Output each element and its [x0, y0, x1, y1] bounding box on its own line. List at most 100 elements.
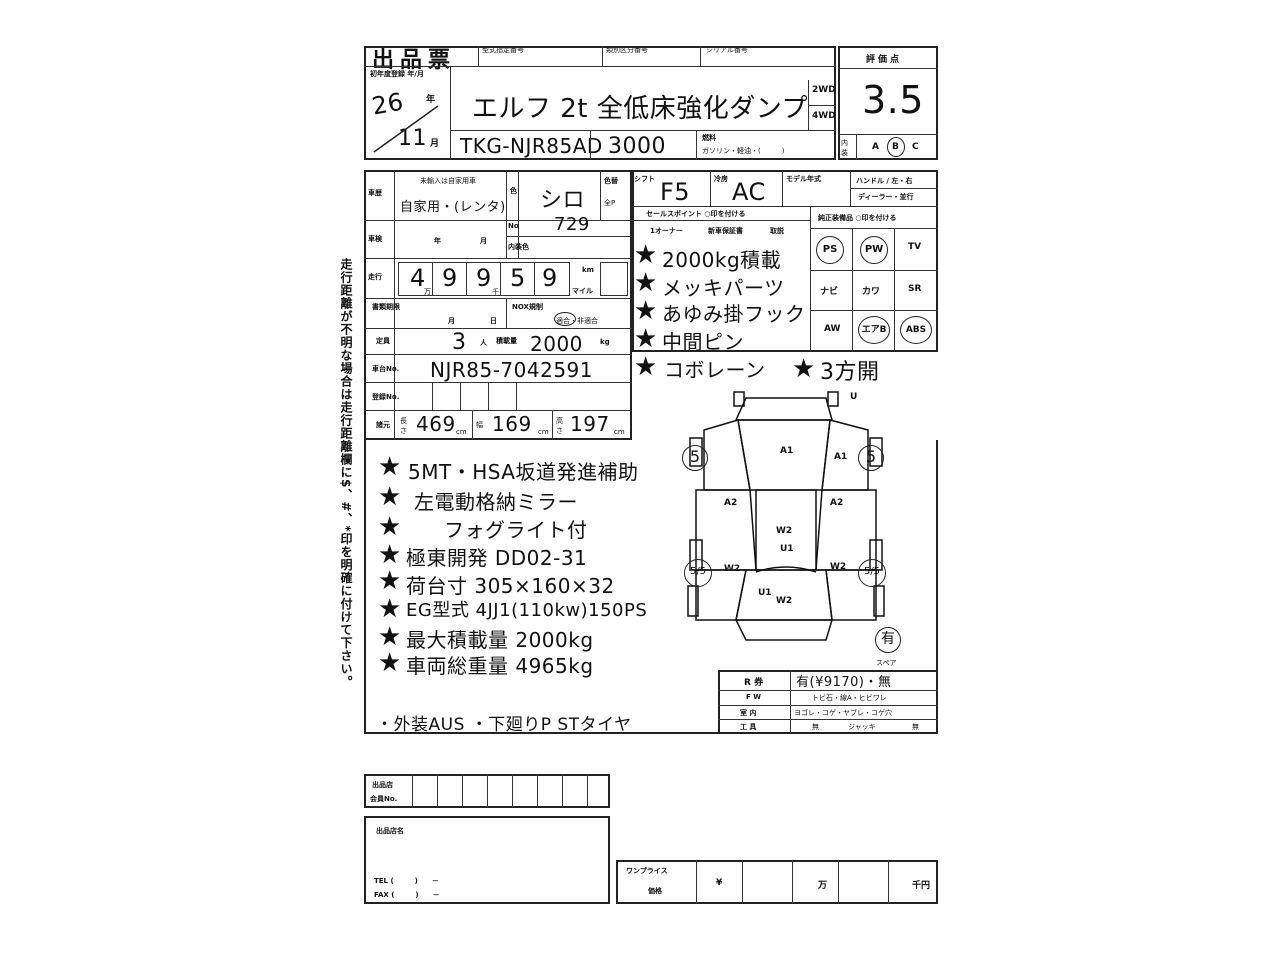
star-icon: ★ [634, 352, 658, 382]
color-change-label: 色替 [604, 177, 618, 185]
note-2: 左電動格納ミラー [414, 490, 578, 514]
month-unit: 月 [430, 139, 440, 149]
capacity-label: 定員 [376, 337, 390, 345]
tel-line: TEL ( ) － [374, 877, 439, 885]
equip-abs: ABS [900, 316, 932, 344]
hgt-value: 197 [570, 412, 610, 436]
first-reg-label: 初年度登録 年/月 [370, 70, 424, 78]
mileage-unit-box [600, 262, 628, 296]
capacity-value: 3 [452, 330, 467, 355]
inspection-label: 車検 [368, 235, 382, 243]
tool-label: 工 具 [740, 723, 757, 731]
dealer-label: ディーラー・並行 [858, 193, 914, 201]
load-unit: kg [600, 338, 610, 346]
len-value: 469 [416, 412, 456, 436]
damage-mark-w2-center: W2 [776, 526, 793, 536]
category-label: 類別区分番号 [606, 46, 648, 54]
mileage-side-note: 走行距離が不明な場合は走行距離欄に$、#、*印を明確に付けて下さい。 [339, 258, 353, 689]
fw-label: F W [746, 693, 761, 701]
mileage-digit-4: 5 [510, 264, 526, 292]
price-box [616, 860, 938, 904]
note-7: 最大積載量 2000kg [406, 628, 594, 652]
dims-label: 諸元 [376, 421, 390, 429]
mileage-digit-3: 9 [476, 264, 492, 292]
score-value: 3.5 [862, 78, 924, 122]
selling-opt-2: 新車保証書 [708, 227, 743, 235]
nox-option: 適合・非適合 [556, 317, 598, 325]
grade-c: C [912, 142, 919, 152]
truck-diagram [687, 391, 885, 641]
mileage-sen: 千 [492, 288, 499, 296]
model-designation-label: 型式指定番号 [482, 46, 524, 54]
score-box [838, 46, 938, 160]
store-name-box [364, 816, 610, 904]
color-label: 色 [510, 187, 517, 195]
equip-navi: ナビ [820, 287, 839, 297]
star-icon: ★ [634, 268, 658, 298]
km-label: km [582, 266, 594, 274]
note-8: 車両総重量 4965kg [406, 654, 594, 678]
ac-label: 冷房 [714, 175, 728, 183]
ac-value: AC [732, 178, 766, 206]
form-title: 出品票 [372, 48, 457, 73]
model-year-label: モデル年式 [786, 175, 821, 183]
mileage-box [398, 262, 570, 296]
shift-label: シフト [634, 175, 655, 183]
nox-circle [554, 312, 576, 326]
star-icon: ★ [378, 540, 402, 570]
fax-line: FAX ( ) － [374, 891, 440, 899]
star-icon: ★ [634, 296, 658, 326]
damage-mark-a2-right: A2 [830, 498, 844, 508]
serial-label: シリアル番号 [706, 46, 748, 54]
tool-value-1: 無 [812, 723, 819, 731]
first-reg-month: 11 [398, 126, 427, 151]
damage-mark-w2-rear: W2 [776, 596, 793, 606]
wid-label: 幅 [476, 421, 483, 429]
color-value: シロ [540, 188, 586, 213]
storage-month: 月 [448, 317, 455, 325]
drive-2wd: 2WD [812, 85, 836, 95]
star-icon: ★ [378, 648, 402, 678]
chassis-label: 車台No. [372, 365, 400, 373]
star-icon: ★ [634, 324, 658, 354]
color-no: 729 [554, 214, 590, 235]
drive-4wd: 4WD [812, 111, 836, 121]
senyen-label: 千円 [912, 881, 931, 891]
tire-rear-left: 5/5 [684, 559, 712, 587]
hgt-unit: cm [614, 428, 625, 436]
damage-mark-a1-center: A1 [780, 446, 794, 456]
equip-aw: AW [824, 324, 841, 334]
interior-cond-value: ヨゴレ・コゲ・ヤブレ・コゲ穴 [794, 709, 892, 717]
wid-value: 169 [492, 412, 532, 436]
equip-airbag: エアB [858, 316, 890, 344]
storage-label: 書類期限 [372, 303, 400, 311]
recycle-table [718, 670, 938, 734]
selling-point-1: 2000kg積載 [662, 248, 782, 272]
options-area [632, 170, 938, 352]
tire-front-right: 5 [858, 445, 884, 471]
recycle-value: 有(¥9170)・無 [796, 675, 892, 690]
equip-tv: TV [908, 242, 922, 252]
price-label-2: 価格 [648, 887, 662, 895]
len-label: 長さ [400, 417, 407, 435]
model-code: TKG-NJR85AD [460, 134, 603, 158]
man-label: 万 [818, 881, 828, 891]
equip-sr: SR [908, 284, 922, 294]
star-icon: ★ [634, 240, 658, 270]
note-4: 極東開発 DD02-31 [406, 546, 588, 570]
interior-label: 内装 [841, 139, 848, 157]
grade-b-circle [887, 137, 905, 157]
star-icon: ★ [378, 566, 402, 596]
store-label: 出品店 [372, 781, 393, 789]
len-unit: cm [456, 428, 467, 436]
score-label: 評価点 [866, 55, 903, 65]
store-name-label: 出品店名 [376, 827, 404, 835]
star-icon: ★ [378, 482, 402, 512]
damage-mark-u1-center: U1 [780, 544, 794, 554]
shift-value: F5 [660, 178, 691, 206]
member-label: 会員No. [370, 795, 398, 803]
hgt-label: 高さ [556, 417, 563, 435]
price-label-1: ワンプライス [626, 867, 668, 875]
star-icon: ★ [378, 594, 402, 624]
selling-point-extra: 3方開 [820, 360, 880, 385]
